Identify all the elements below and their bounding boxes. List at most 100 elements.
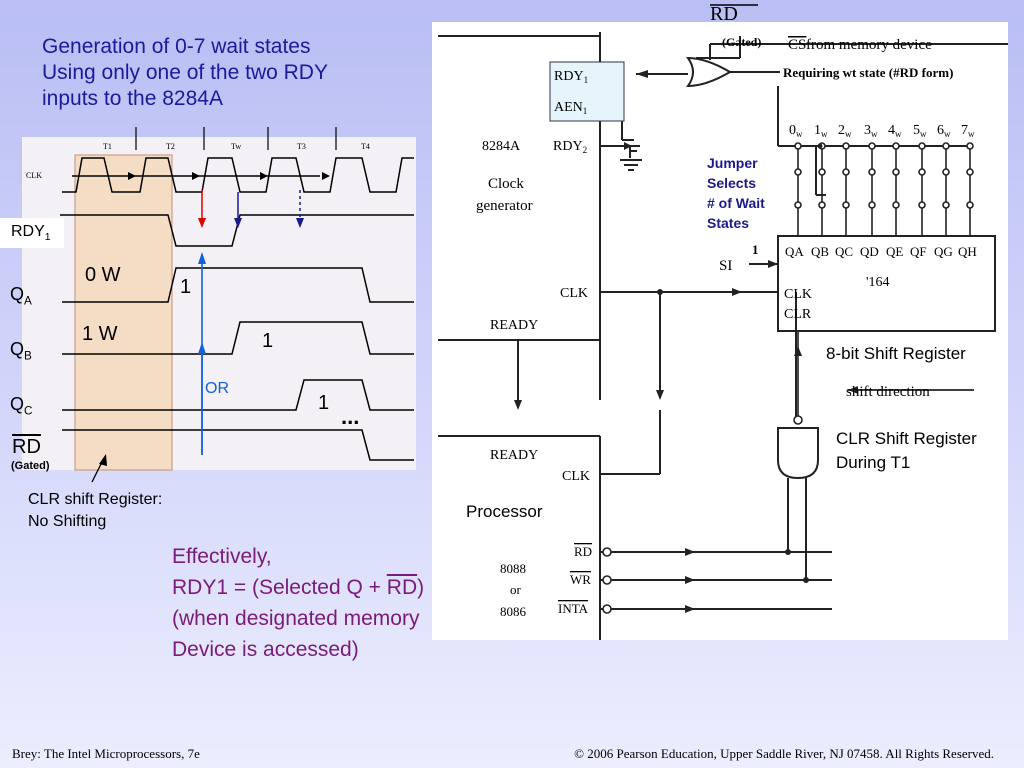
jumper-line-1: Jumper (707, 155, 758, 171)
rdy1-pin-label: RDY1 (554, 69, 588, 85)
proc-clk-label: CLK (562, 469, 590, 484)
qa-waveform (62, 267, 414, 303)
clock-generator-line-1: Clock (488, 176, 524, 192)
rd-gated-label: (Gated) (11, 460, 50, 472)
q-b-label: QB (811, 244, 829, 259)
wait-0-label: 0w (789, 123, 803, 139)
wait-4-label: 4w (888, 123, 902, 139)
shift-direction-text: shift direction (846, 384, 930, 400)
clk-pin-label: CLK (560, 286, 588, 301)
clk-arrowheads (128, 172, 330, 180)
q-f-label: QF (910, 244, 927, 259)
or-label: OR (205, 380, 229, 397)
clr-sr-line-1: CLR Shift Register (836, 429, 977, 448)
timing-diagram: T1 T2 Tw T3 T4 CLK (22, 127, 416, 483)
slide-title: Generation of 0-7 wait states Using only… (42, 34, 328, 112)
title-line-3: inputs to the 8284A (42, 87, 223, 110)
effectively-line-2: RDY1 = (Selected Q + RD) (172, 576, 425, 599)
qc-signal-label: QC (10, 394, 33, 418)
jumper-line-4: States (707, 215, 750, 231)
jumper-line-3: # of Wait (707, 195, 765, 211)
qc-waveform (62, 379, 414, 411)
effectively-block: Effectively, RDY1 = (Selected Q + RD) (w… (172, 541, 424, 665)
rd-signal-label: RD (12, 436, 41, 458)
wait-3-label: 3w (864, 123, 878, 139)
qa-high-label: 1 (180, 276, 192, 298)
pin-rd-label: RD (574, 544, 592, 559)
jumper-line-2: Selects (707, 175, 757, 191)
q-e-label: QE (886, 244, 903, 259)
top-rd-label: RD (710, 3, 738, 25)
clr-shift-note-line-2: No Shifting (28, 513, 107, 530)
clr-pointer-head (99, 454, 107, 466)
top-rd-gated: (Gated) (722, 35, 761, 49)
ready-pin-label: READY (490, 318, 538, 333)
sr-clk-label: CLK (784, 287, 812, 302)
blue-arrowhead-qb (198, 342, 206, 354)
si-one-label: 1 (752, 242, 759, 257)
navy-arrowhead (234, 218, 242, 228)
pin-inta-label: INTA (558, 601, 589, 616)
rdy1-label-box (0, 218, 64, 248)
pin-wr-label: WR (570, 572, 591, 587)
q-a-label: QA (785, 244, 804, 259)
aen1-pin-label: AEN1 (554, 100, 587, 116)
clk-waveform (62, 157, 414, 193)
zero-wait-label: 0 W (85, 264, 121, 286)
period-tw: Tw (231, 142, 241, 151)
qc-high-label: 1 (318, 392, 330, 414)
cs-label: from memory device (806, 37, 932, 53)
red-arrowhead (198, 218, 206, 228)
cs-bar-label: CS (788, 37, 806, 53)
proc-ready-label: READY (490, 448, 538, 463)
jumper-note: Jumper Selects # of Wait States (707, 153, 765, 233)
shift-register-label: 8-bit Shift Register (826, 343, 966, 365)
wait-7-label: 7w (961, 123, 975, 139)
junction-dots (657, 143, 823, 583)
wait-2-label: 2w (838, 123, 852, 139)
t1-shaded-region (74, 154, 173, 471)
sr-clr-label: CLR (784, 307, 812, 322)
clr-shift-note-line-1: CLR shift Register: (28, 491, 163, 508)
q-c-label: QC (835, 244, 853, 259)
rdy1-waveform (60, 214, 414, 247)
wait-6-label: 6w (937, 123, 951, 139)
effectively-line-3: (when designated memory (172, 607, 420, 630)
blue-arrowhead-qa (198, 252, 206, 264)
clock-generator-line-2: generator (476, 198, 533, 214)
ellipsis-label: ... (341, 404, 360, 429)
qb-signal-label: QB (10, 339, 32, 363)
cpu-8086-label: 8086 (500, 604, 527, 619)
footer-right: © 2006 Pearson Education, Upper Saddle R… (574, 746, 994, 761)
cpu-8088-label: 8088 (500, 561, 526, 576)
wait-5-label: 5w (913, 123, 927, 139)
shift-direction-arrow (848, 386, 858, 394)
period-t2: T2 (166, 142, 175, 151)
qa-signal-label: QA (10, 284, 32, 308)
schematic-arrowheads (514, 70, 802, 613)
period-ticks (135, 127, 337, 150)
clk-label: CLK (26, 171, 42, 180)
clr-sr-line-2: During T1 (836, 453, 911, 472)
jumper-pins (602, 86, 974, 614)
qb-high-label: 1 (262, 330, 274, 352)
requiring-wait-label: Requiring wt state (#RD form) (783, 65, 953, 80)
footer-left: Brey: The Intel Microprocessors, 7e (12, 746, 200, 761)
period-t1: T1 (103, 142, 112, 151)
rdy1-aen1-highlight (549, 61, 625, 122)
si-pin-label: SI (719, 258, 732, 274)
one-wait-label: 1 W (82, 323, 118, 345)
period-t4: T4 (361, 142, 370, 151)
processor-label: Processor (466, 501, 543, 523)
effectively-line-1: Effectively, (172, 545, 272, 568)
rd-waveform (62, 429, 414, 461)
navy-dashed-arrowhead (296, 218, 304, 228)
title-line-2: Using only one of the two RDY (42, 61, 328, 84)
title-line-1: Generation of 0-7 wait states (42, 35, 311, 58)
rdy2-pin-label: RDY2 (553, 139, 587, 155)
q-h-label: QH (958, 244, 977, 259)
q-d-label: QD (860, 244, 879, 259)
chip-8284a-label: 8284A (482, 139, 521, 154)
wait-1-label: 1w (814, 123, 828, 139)
q-g-label: QG (934, 244, 953, 259)
